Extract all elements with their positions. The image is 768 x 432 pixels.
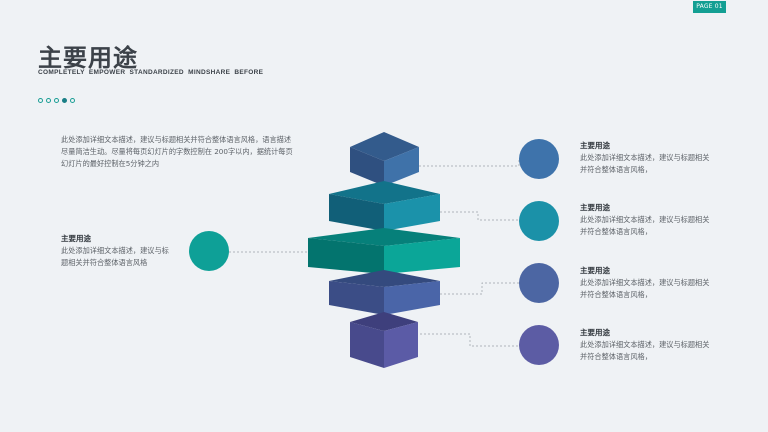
intro-paragraph: 此处添加详细文本描述，建议与标题相关并符合整体语言风格，语言描述尽量简洁生动。尽… [61,135,293,168]
dot-icon [46,97,51,103]
right-item-3: 主要用途 此处添加详细文本描述，建议与标题相关并符合整体语言风格， [580,265,712,301]
right-circle-1-icon [519,139,559,179]
right-item-desc: 此处添加详细文本描述，建议与标题相关并符合整体语言风格， [580,278,710,299]
left-item-title: 主要用途 [61,234,91,243]
right-item-4: 主要用途 此处添加详细文本描述，建议与标题相关并符合整体语言风格， [580,327,712,363]
right-item-title: 主要用途 [580,141,610,150]
dot-icon [70,97,75,103]
connector-line-4 [420,333,519,347]
tier-1-box [350,132,419,186]
right-item-desc: 此处添加详细文本描述，建议与标题相关并符合整体语言风格， [580,215,710,236]
right-item-desc: 此处添加详细文本描述，建议与标题相关并符合整体语言风格， [580,153,710,174]
connector-line-2 [440,211,519,221]
tier-5-box [350,312,418,368]
page-subtitle: COMPLETELY EMPOWER STANDARDIZED MINDSHAR… [38,69,264,76]
right-circle-4-icon [519,325,559,365]
left-item: 主要用途 此处添加详细文本描述，建议与标题相关并符合整体语言风格 [61,233,173,269]
page-title: 主要用途 [38,44,138,72]
right-item-title: 主要用途 [580,203,610,212]
tier-2-box [329,181,440,231]
dot-active-icon [62,97,67,103]
tier-3-box [308,228,460,274]
tier-4-box [329,270,440,315]
right-item-2: 主要用途 此处添加详细文本描述，建议与标题相关并符合整体语言风格， [580,202,712,238]
dot-icon [54,97,59,103]
connector-line-3 [440,282,519,295]
left-circle-icon [189,231,229,271]
right-item-title: 主要用途 [580,266,610,275]
right-circle-2-icon [519,201,559,241]
progress-dots [38,96,75,104]
right-item-title: 主要用途 [580,328,610,337]
left-item-desc: 此处添加详细文本描述，建议与标题相关并符合整体语言风格 [61,246,169,267]
page-badge: PAGE 01 [693,1,726,13]
right-item-1: 主要用途 此处添加详细文本描述，建议与标题相关并符合整体语言风格， [580,140,712,176]
right-item-desc: 此处添加详细文本描述，建议与标题相关并符合整体语言风格， [580,340,710,361]
right-circle-3-icon [519,263,559,303]
dot-icon [38,97,43,103]
connector-line-1 [419,158,520,167]
